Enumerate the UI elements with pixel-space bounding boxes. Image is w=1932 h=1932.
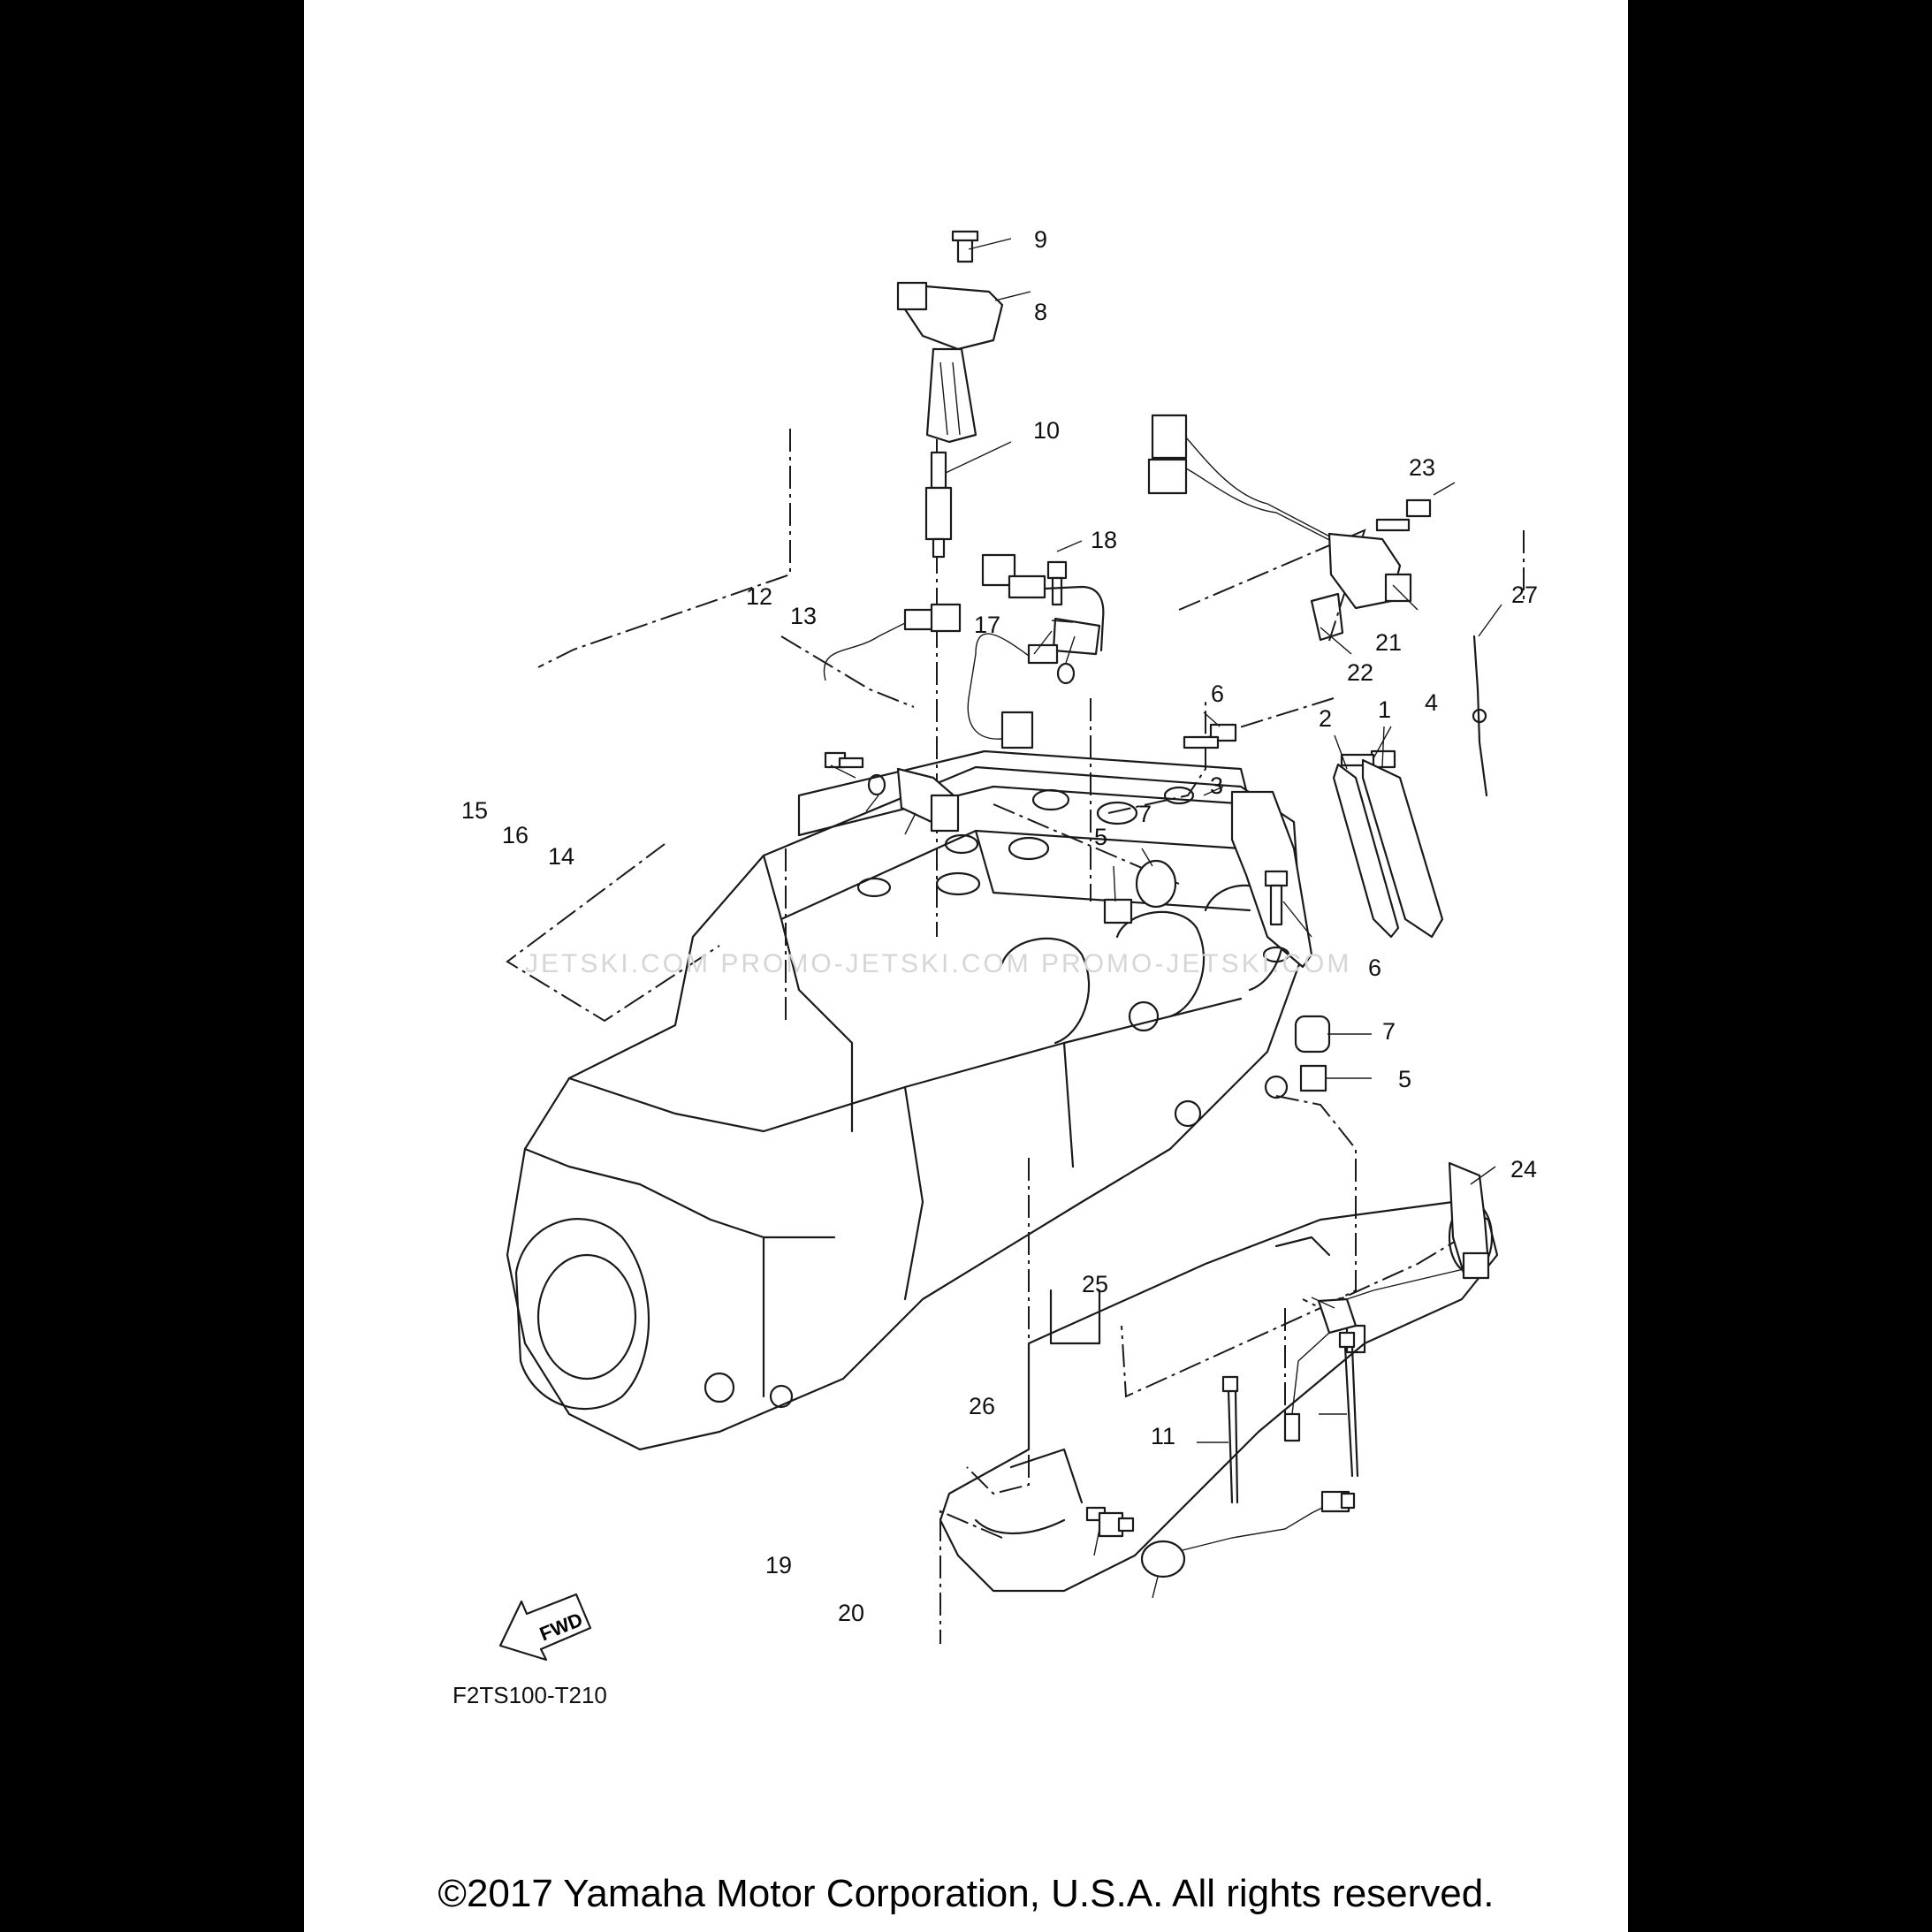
callout-4: 4 — [1425, 689, 1438, 716]
exploded-parts-diagram: FWD JETSKI.COM PROMO-JETSKI.COM PROMO-JE… — [461, 226, 1538, 1662]
callout-15: 15 — [461, 797, 488, 824]
part-13-o-ring — [1056, 662, 1076, 685]
part-22-gasket — [1310, 592, 1344, 642]
callout-21: 21 — [1375, 629, 1402, 656]
part-5-collar-lower — [1299, 1064, 1327, 1092]
copyright-notice: ©2017 Yamaha Motor Corporation, U.S.A. A… — [437, 1872, 1495, 1915]
part-8-ignition-coil — [896, 281, 1004, 444]
callout-20: 20 — [838, 1600, 864, 1626]
callout-leaders — [830, 238, 1502, 1599]
callout-27: 27 — [1511, 582, 1538, 608]
callout-17: 17 — [974, 612, 1000, 638]
part-10-spark-plug — [924, 451, 953, 559]
part-6-bolt-upper — [1183, 723, 1237, 749]
forward-arrow-icon: FWD — [498, 1593, 592, 1662]
callout-2: 2 — [1319, 705, 1332, 732]
part-23-bolt — [1375, 498, 1432, 532]
part-2-plate — [1332, 763, 1400, 939]
callout-7-lower: 7 — [1382, 1018, 1396, 1045]
part-11-cable-tie — [1221, 1375, 1239, 1504]
callout-24: 24 — [1510, 1156, 1537, 1183]
callout-8: 8 — [1034, 299, 1047, 325]
watermark: JETSKI.COM PROMO-JETSKI.COM PROMO-JETSKI… — [525, 949, 1351, 978]
callout-10: 10 — [1033, 417, 1060, 444]
callout-13: 13 — [790, 603, 817, 629]
part-17-sensor — [981, 553, 1105, 656]
callout-6-lower: 6 — [1368, 955, 1381, 981]
callout-14: 14 — [548, 843, 574, 870]
part-21-cam-sensor — [1147, 414, 1412, 610]
part-20-knock-sensor — [1140, 1490, 1356, 1578]
callout-26: 26 — [969, 1393, 995, 1419]
exhaust-pipe — [939, 1200, 1499, 1593]
part-9-bolt — [951, 230, 979, 263]
part-19-sensor — [1085, 1506, 1135, 1538]
part-7-grommet-upper — [1135, 859, 1177, 909]
callout-7-upper: 7 — [1138, 801, 1152, 827]
callout-9: 9 — [1034, 226, 1047, 253]
callout-22: 22 — [1347, 659, 1373, 686]
part-15-bolt — [824, 751, 864, 769]
part-18-screw — [1046, 560, 1068, 606]
callout-6-upper: 6 — [1211, 681, 1224, 707]
diagram-sheet: FWD JETSKI.COM PROMO-JETSKI.COM PROMO-JE… — [304, 0, 1628, 1932]
part-6-bolt-lower — [1262, 870, 1290, 963]
callout-11: 11 — [1151, 1423, 1175, 1449]
part-16-washer — [867, 773, 886, 796]
part-26-cable-tie — [1338, 1331, 1359, 1478]
callout-23: 23 — [1409, 454, 1435, 481]
callout-12: 12 — [746, 583, 772, 610]
callout-5-upper: 5 — [1094, 824, 1107, 850]
callout-5-lower: 5 — [1398, 1066, 1411, 1092]
callout-16: 16 — [502, 822, 529, 848]
callout-18: 18 — [1091, 527, 1117, 553]
figure-code: F2TS100-T210 — [453, 1682, 607, 1708]
callout-1: 1 — [1378, 696, 1391, 723]
part-1-plate — [1361, 758, 1444, 939]
part-25-sensor — [1283, 1251, 1490, 1442]
part-7-grommet-lower — [1294, 1015, 1331, 1053]
callouts: 1 2 3 4 5 5 6 6 7 7 8 9 10 11 12 13 14 1… — [461, 226, 1538, 1626]
callout-25: 25 — [1082, 1271, 1108, 1297]
part-14-sensor — [823, 603, 962, 833]
part-5-collar-upper — [1103, 898, 1133, 924]
callout-3: 3 — [1210, 772, 1223, 799]
callout-19: 19 — [765, 1552, 792, 1578]
part-27-clamp — [1472, 635, 1488, 797]
part-12-sensor — [967, 633, 1059, 749]
